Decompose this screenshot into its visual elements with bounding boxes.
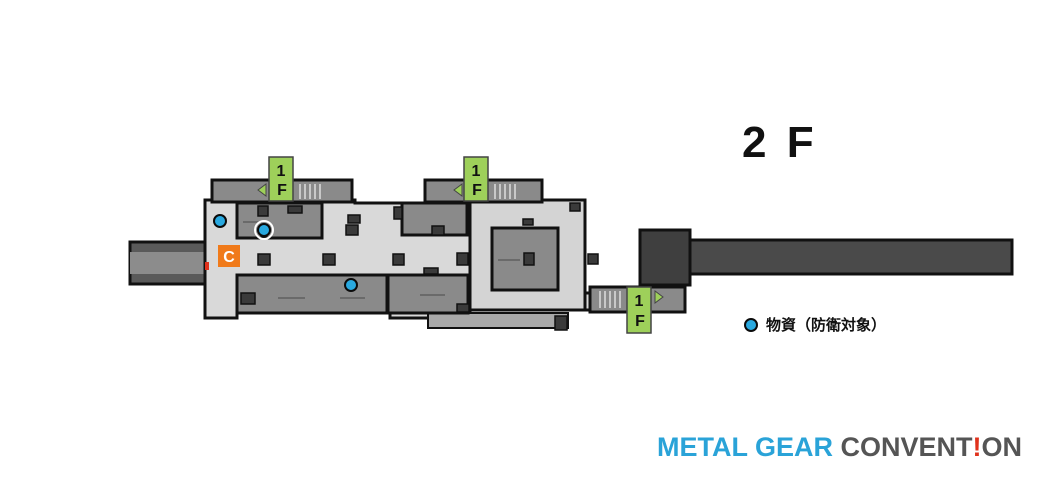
brand-part-4: ON (981, 432, 1023, 462)
west-corridor-lane (130, 252, 210, 274)
room-northwest (235, 201, 324, 240)
crate (431, 225, 445, 236)
supply-marker[interactable] (257, 223, 271, 237)
stairs-level: 1 (635, 293, 644, 310)
checkpoint-label: C (223, 249, 235, 266)
crate (393, 206, 403, 220)
crate (554, 315, 568, 331)
crate (347, 214, 361, 224)
stairs-marker-west[interactable]: 1 F (257, 156, 294, 202)
crate (257, 205, 269, 217)
crate (523, 252, 535, 266)
stairs-marker-east[interactable]: 1 F (626, 286, 664, 334)
stairs-level: 1 (277, 163, 286, 180)
supply-legend-icon (744, 317, 758, 332)
door-marker (205, 262, 209, 270)
brand-logo: METAL GEAR CONVENT!ON (657, 432, 1022, 463)
supply-marker[interactable] (213, 214, 227, 228)
supply-marker-halo (254, 220, 274, 240)
crate (345, 224, 359, 236)
crate (456, 252, 469, 266)
east-corridor-block (638, 228, 692, 287)
checkpoint-marker[interactable]: C (218, 245, 240, 267)
brand-part-3: ! (972, 432, 982, 462)
crate (569, 202, 581, 212)
brand-part-1: METAL GEAR (657, 432, 841, 462)
crate (287, 205, 303, 214)
supply-legend-label: 物資（防衛対象） (766, 316, 887, 334)
crate (587, 253, 599, 265)
stairs-marker-center[interactable]: 1 F (453, 156, 489, 202)
crate (456, 303, 470, 313)
stairs-suffix: F (472, 182, 482, 199)
floor-label: 2 F (742, 118, 818, 167)
legend: 物資（防衛対象） (744, 314, 886, 335)
crate (392, 253, 405, 266)
crate (423, 267, 439, 275)
crate (257, 253, 271, 266)
brand-part-2: CONVENT (840, 432, 973, 462)
crate (240, 292, 256, 305)
crate (522, 218, 534, 226)
east-corridor (638, 238, 1014, 276)
supply-marker[interactable] (344, 278, 358, 292)
stairs-level: 1 (472, 163, 481, 180)
crate (322, 253, 336, 266)
stairs-suffix: F (635, 313, 645, 330)
room-southwest (235, 273, 389, 315)
loading-dock (427, 312, 569, 329)
stairs-suffix: F (277, 182, 287, 199)
